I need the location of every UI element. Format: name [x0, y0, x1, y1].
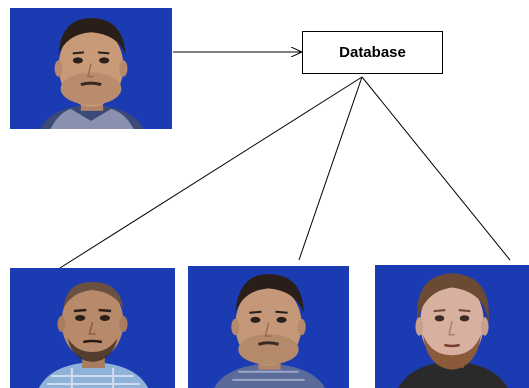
database-to-result-2-line: [298, 76, 363, 261]
database-to-result-1-line: [59, 76, 363, 269]
database-label: Database: [339, 44, 406, 61]
result-face-photo-1: [10, 268, 175, 388]
result-face-photo-3: [375, 265, 529, 388]
database-box: Database: [302, 31, 443, 74]
query-face-photo: [10, 8, 172, 129]
result-face-photo-2: [188, 266, 349, 388]
database-to-result-3-line: [361, 76, 511, 261]
